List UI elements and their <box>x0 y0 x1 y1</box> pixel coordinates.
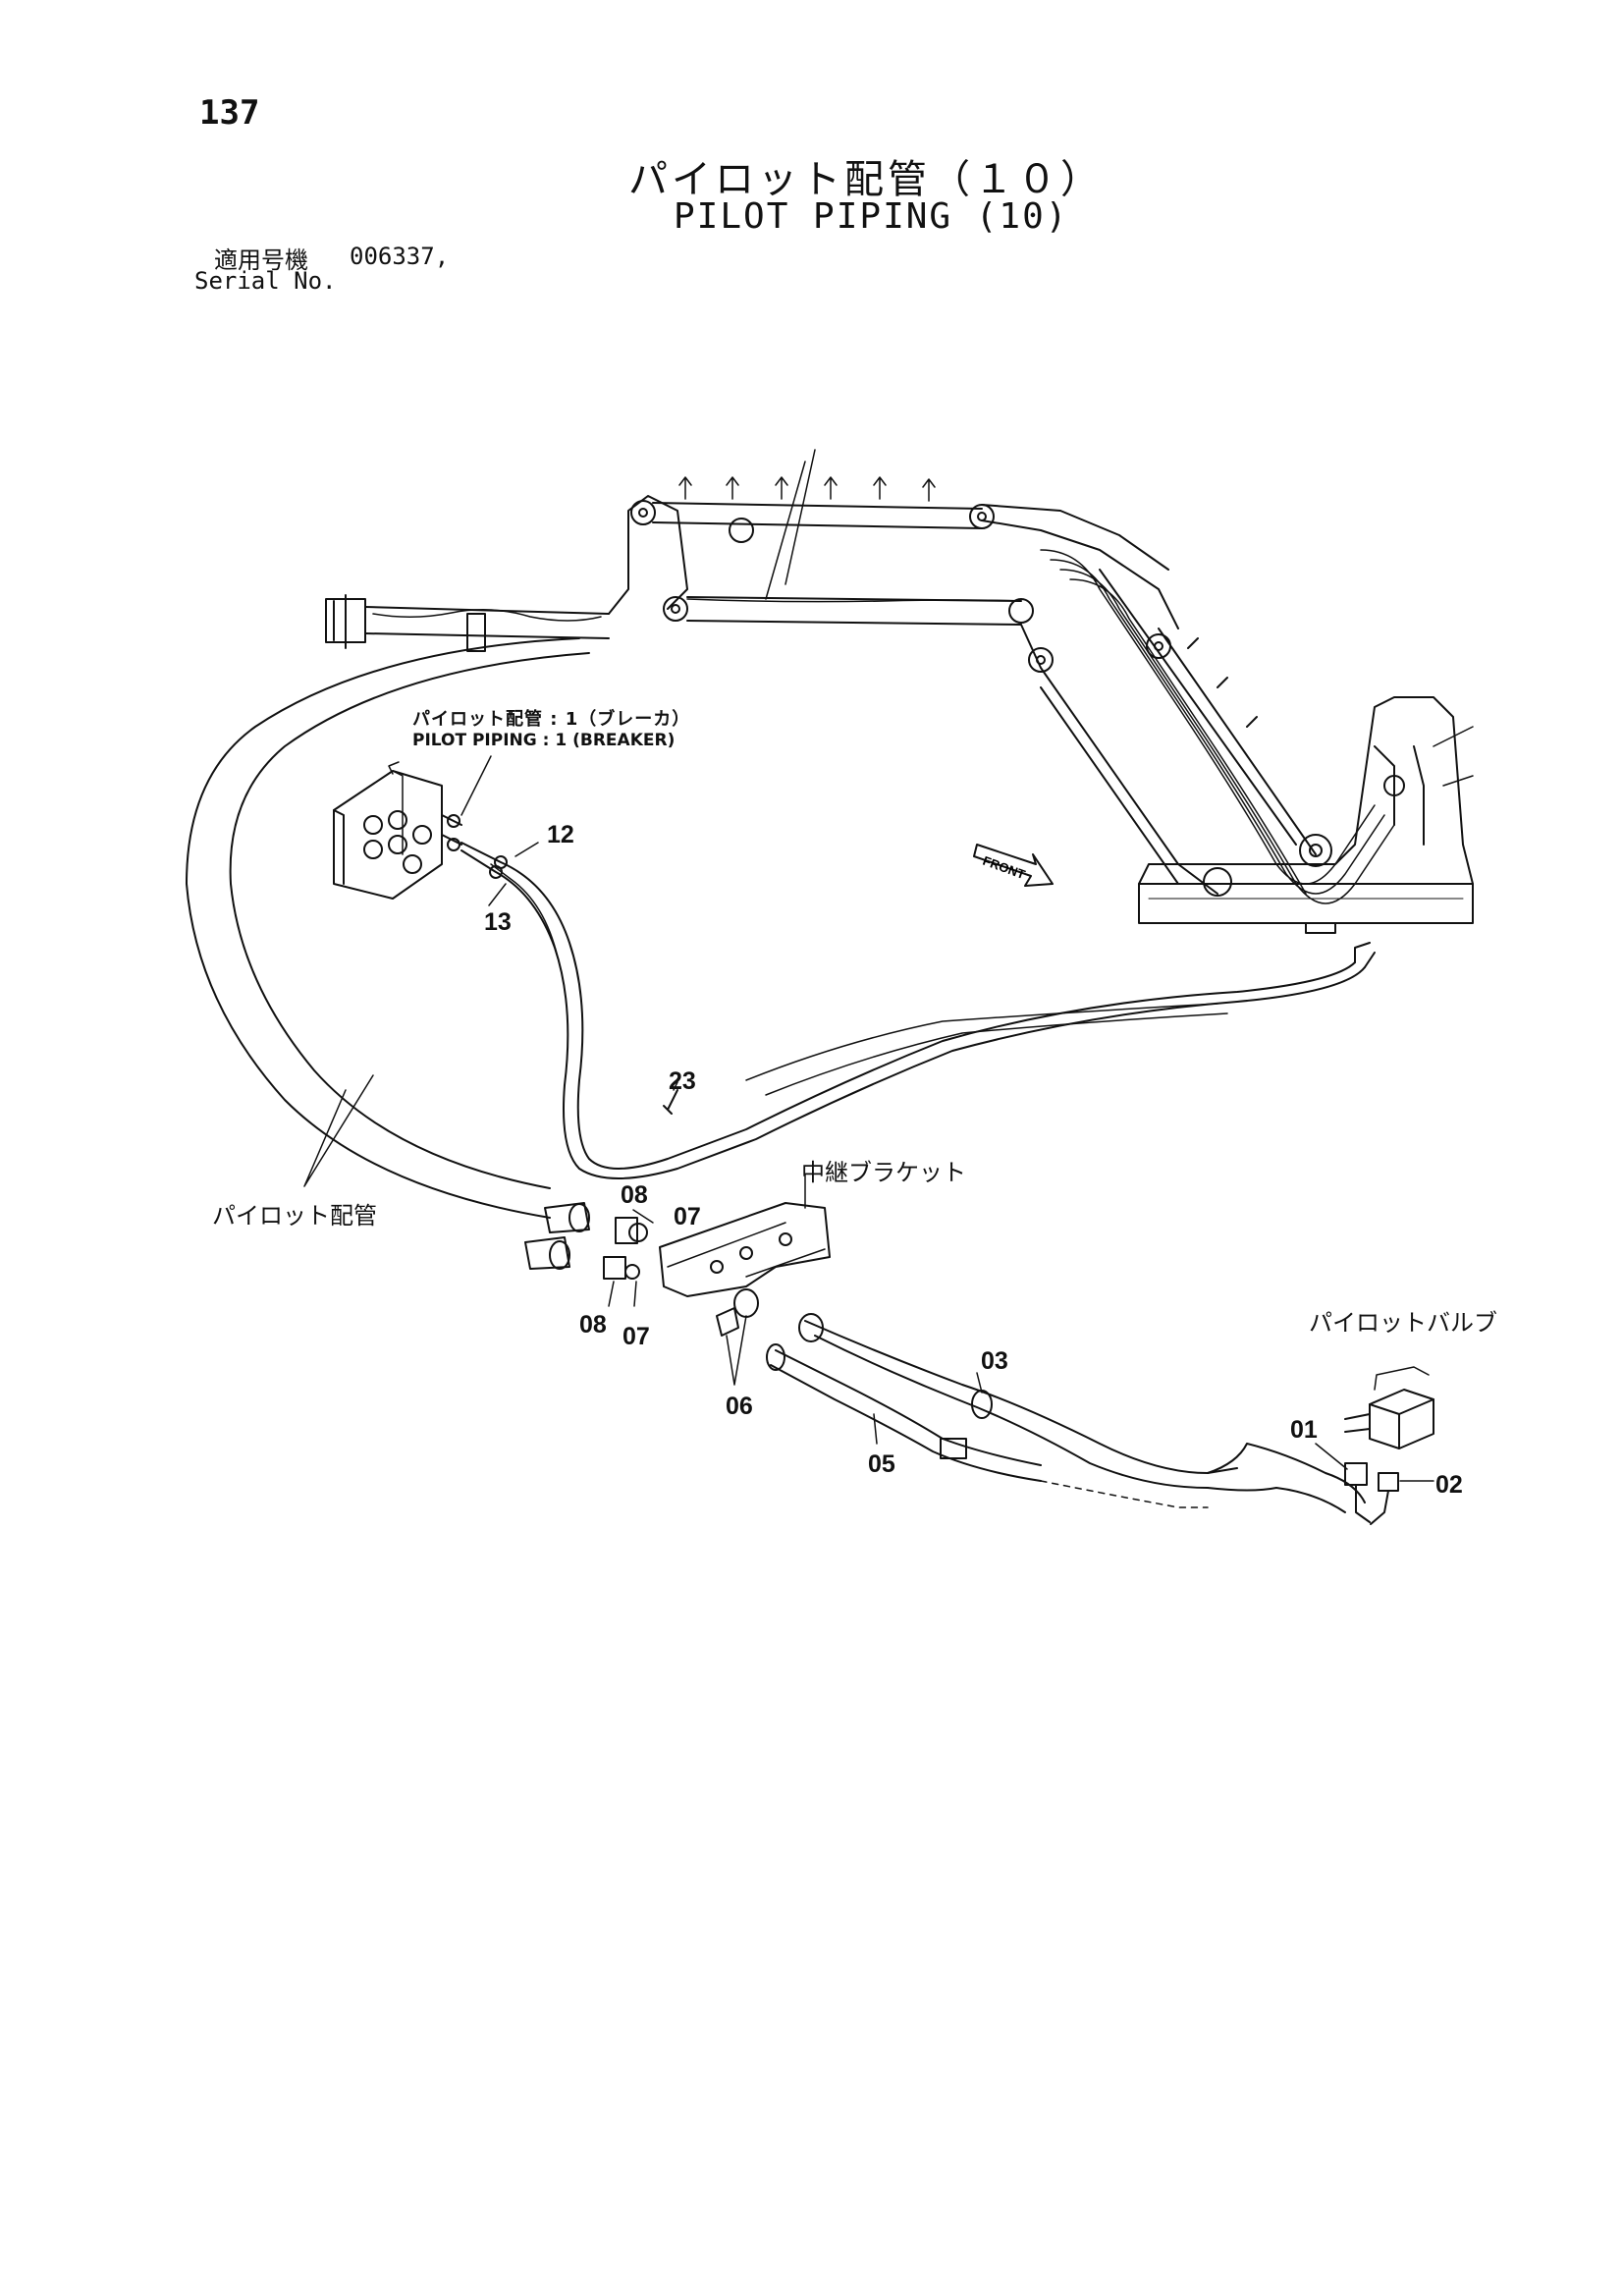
front-marker-label: FRONT <box>981 853 1027 882</box>
hose-to-pilot-valve <box>1040 1443 1366 1513</box>
serial-number-value: 006337, <box>350 243 450 270</box>
boom-diagonal <box>1020 549 1395 904</box>
callout-03: 03 <box>981 1347 1008 1375</box>
lower-fittings <box>524 1236 640 1307</box>
upper-structure-frame <box>1138 696 1474 934</box>
callout-05: 05 <box>868 1450 895 1478</box>
pilot-piping-loop <box>186 637 590 1219</box>
reference-note-japanese: パイロット配管 : 1（ブレーカ） <box>412 709 691 730</box>
relay-bracket <box>659 1174 831 1297</box>
hose-05 <box>766 1343 1042 1482</box>
breaker-hoses <box>460 842 1376 1179</box>
page-number: 137 <box>199 93 260 133</box>
hydraulic-arrows <box>678 476 936 502</box>
annotation-pilot-piping: パイロット配管 <box>212 1202 377 1230</box>
annotation-pilot-valve: パイロットバルブ <box>1309 1309 1497 1337</box>
callout-07-upper: 07 <box>674 1203 701 1230</box>
clip-23 <box>663 1081 678 1115</box>
boom-front-attachment <box>325 495 688 652</box>
page-title-english: PILOT PIPING (10) <box>674 196 1069 237</box>
callout-01: 01 <box>1290 1416 1318 1444</box>
pilot-valve <box>1344 1366 1434 1525</box>
callout-08-lower: 08 <box>579 1311 607 1339</box>
upper-fittings <box>544 1202 654 1244</box>
serial-label-english: Serial No. <box>194 267 337 295</box>
annotation-relay-bracket: 中継ブラケット <box>801 1159 966 1186</box>
serial-label-japanese: 適用号機 <box>214 246 308 274</box>
callout-13: 13 <box>484 908 512 936</box>
callout-07-lower: 07 <box>622 1323 650 1350</box>
boom-upper-frame <box>630 449 1179 629</box>
page-title-japanese: パイロット配管（１０） <box>628 157 1104 202</box>
hose-03 <box>798 1313 1238 1489</box>
reference-note-english: PILOT PIPING : 1 (BREAKER) <box>412 731 676 750</box>
callout-02: 02 <box>1435 1471 1463 1499</box>
control-valve-block <box>333 761 462 900</box>
leader-pilot-piping <box>303 1074 374 1187</box>
callout-12: 12 <box>547 821 574 848</box>
callout-06: 06 <box>726 1393 753 1420</box>
front-direction-arrow <box>973 844 1054 887</box>
fittings-06 <box>716 1288 759 1386</box>
callout-08-upper: 08 <box>621 1181 648 1209</box>
